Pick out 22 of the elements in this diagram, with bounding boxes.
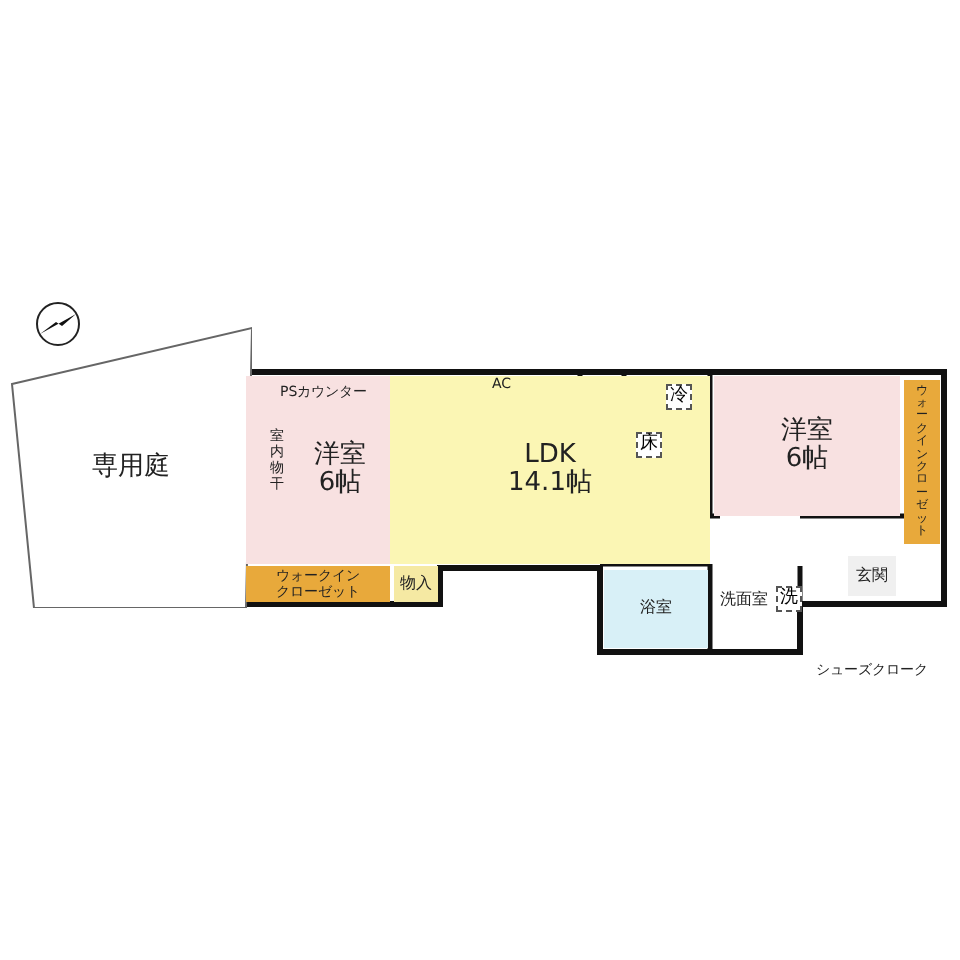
bedroom-floor: [246, 376, 390, 564]
room-name: 14.1帖: [508, 470, 592, 498]
bedroom-floor: [714, 376, 900, 516]
storage-floor: [394, 566, 438, 602]
closet-floor: [904, 380, 940, 544]
private-garden-area: [10, 326, 252, 608]
room-name: 6帖: [318, 470, 362, 498]
room-name: 6帖: [785, 446, 829, 474]
room-name: 玄関: [856, 567, 888, 585]
living-dining-kitchen-floor: [390, 376, 710, 564]
room-name: 浴室: [640, 600, 672, 618]
bathroom-floor: [604, 570, 708, 648]
room-name: 物入: [400, 575, 432, 593]
fridge-sign: 冷: [666, 384, 692, 410]
closet-floor: [246, 566, 390, 602]
room-name: 専用庭: [92, 453, 170, 481]
washer-sign: 洗: [776, 586, 802, 612]
room-name: 洋室: [781, 418, 833, 446]
room-name: 洗面室: [720, 591, 768, 609]
room-name: LDK: [524, 442, 576, 470]
room-name: 洋室: [314, 442, 366, 470]
floor-heating-sign: 床: [636, 432, 662, 458]
